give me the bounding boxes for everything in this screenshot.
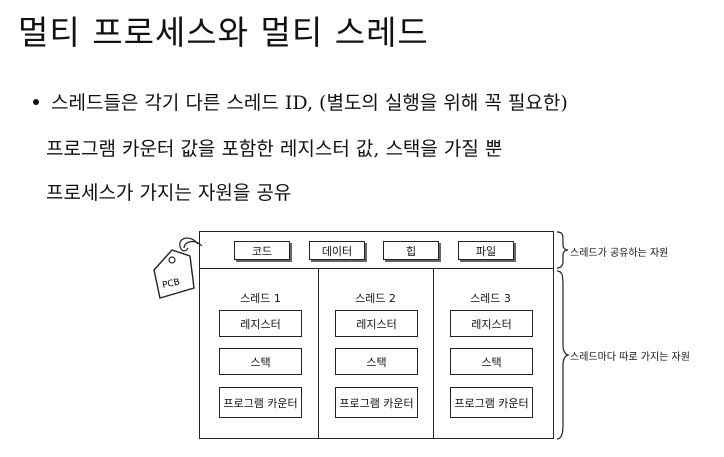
thread-3-stack: 스택 (450, 348, 533, 375)
thread-3-register: 레지스터 (450, 310, 533, 337)
slide-title: 멀티 프로세스와 멀티 스레드 (18, 13, 429, 52)
thread-3-title: 스레드 3 (470, 292, 511, 305)
pcb-tag-icon: PCB (153, 237, 203, 299)
pcb-label: PCB (161, 277, 181, 291)
bullet-continuation-1: 프로그램 카운터 값을 포함한 레지스터 값, 스택을 가질 뿐 (46, 138, 503, 160)
thread-2-register: 레지스터 (335, 310, 418, 337)
own-resource-label: 스레드마다 따로 가지는 자원 (570, 352, 690, 363)
thread-3-program-counter: 프로그램 카운터 (450, 387, 533, 418)
brace-icon (556, 231, 570, 440)
column-divider (318, 269, 319, 439)
column-divider (433, 269, 434, 439)
bullet-dot (33, 99, 39, 105)
thread-2-program-counter: 프로그램 카운터 (335, 387, 418, 418)
shared-code-box: 코드 (234, 241, 290, 260)
thread-1-register: 레지스터 (219, 310, 302, 337)
thread-1-stack: 스택 (219, 348, 302, 375)
shared-file-box: 파일 (458, 241, 514, 260)
thread-2-title: 스레드 2 (355, 292, 396, 305)
shared-heap-box: 힙 (383, 241, 439, 260)
shared-data-box: 데이터 (309, 241, 365, 260)
thread-1-program-counter: 프로그램 카운터 (219, 387, 302, 418)
thread-1-title: 스레드 1 (240, 292, 281, 305)
bullet-item: 스레드들은 각기 다른 스레드 ID, (별도의 실행을 위해 꼭 필요한) (33, 88, 568, 115)
shared-resources-row (199, 231, 554, 269)
bullet-continuation-2: 프로세스가 가지는 자원을 공유 (46, 182, 292, 204)
bullet-text: 스레드들은 각기 다른 스레드 ID, (별도의 실행을 위해 꼭 필요한) (51, 92, 568, 114)
shared-resource-label: 스레드가 공유하는 자원 (570, 248, 669, 259)
process-box (199, 231, 554, 439)
thread-2-stack: 스택 (335, 348, 418, 375)
